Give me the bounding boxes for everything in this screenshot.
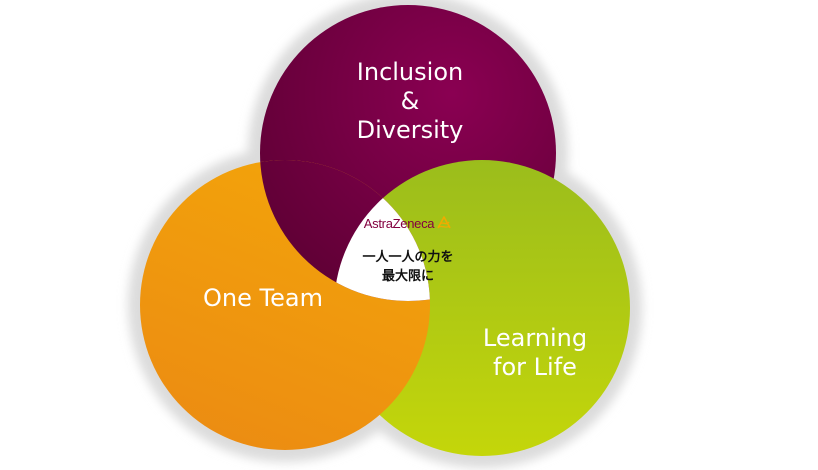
center-intersection — [334, 160, 430, 301]
one-team-label: One Team — [188, 284, 338, 313]
motto-line-1: 一人一人の力を — [362, 250, 454, 265]
motto-line-2: 最大限に — [381, 269, 434, 284]
brand-logo: AstraZeneca — [338, 212, 478, 234]
astrazeneca-mark-icon — [437, 216, 451, 229]
inclusion-diversity-label: Inclusion & Diversity — [300, 58, 520, 145]
learning-for-life-label: Learning for Life — [450, 324, 620, 382]
center-content: AstraZeneca 一人一人の力を 最大限に — [338, 212, 478, 286]
overlap-team-inclusion — [260, 160, 430, 301]
motto-text: 一人一人の力を 最大限に — [338, 248, 478, 286]
inclusion-label-line-2: & — [400, 87, 420, 115]
learning-label-line-2: for Life — [493, 353, 577, 381]
inclusion-label-line-3: Diversity — [356, 116, 464, 144]
brand-name: AstraZeneca — [363, 215, 435, 231]
learning-label-line-1: Learning — [482, 324, 588, 352]
inclusion-label-line-1: Inclusion — [356, 58, 464, 86]
one-team-label-line-1: One Team — [203, 284, 323, 312]
